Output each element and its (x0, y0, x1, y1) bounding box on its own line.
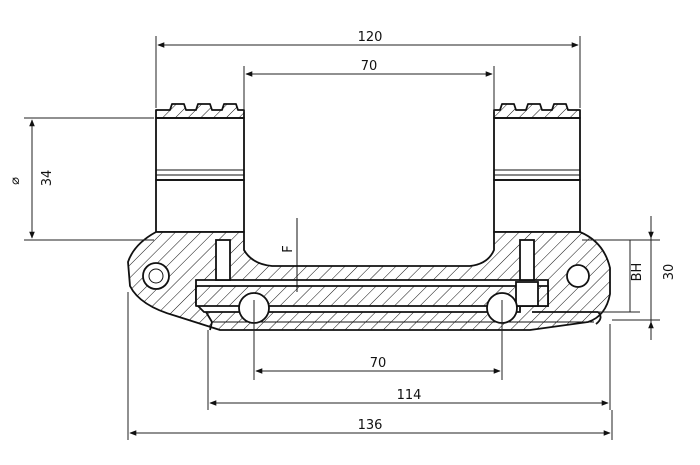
dimension-136: 136 (127, 292, 613, 440)
dimension-height: BH 30 (582, 216, 677, 340)
dimension-70-top-label: 70 (361, 59, 378, 74)
right-roller-stack (493, 103, 581, 233)
dimension-diameter-34: ⌀ 34 (8, 117, 154, 241)
diameter-symbol: ⌀ (8, 177, 23, 185)
dimension-120-label: 120 (358, 30, 383, 45)
left-roller-stack (155, 103, 245, 233)
dimension-120: 120 (155, 30, 581, 108)
dimension-30-label: 30 (662, 264, 677, 281)
dimension-136-label: 136 (358, 418, 383, 433)
dimension-70-bottom-label: 70 (370, 356, 387, 371)
dimension-114-label: 114 (397, 388, 422, 403)
dimension-diameter-34-label: 34 (40, 170, 55, 187)
bh-label: BH (630, 263, 645, 282)
dimension-70-top: 70 (243, 59, 495, 112)
bracket-body (127, 218, 611, 331)
dimension-70-bottom: 70 (253, 300, 503, 380)
dimension-114: 114 (207, 324, 611, 410)
f-label: F (281, 245, 296, 252)
